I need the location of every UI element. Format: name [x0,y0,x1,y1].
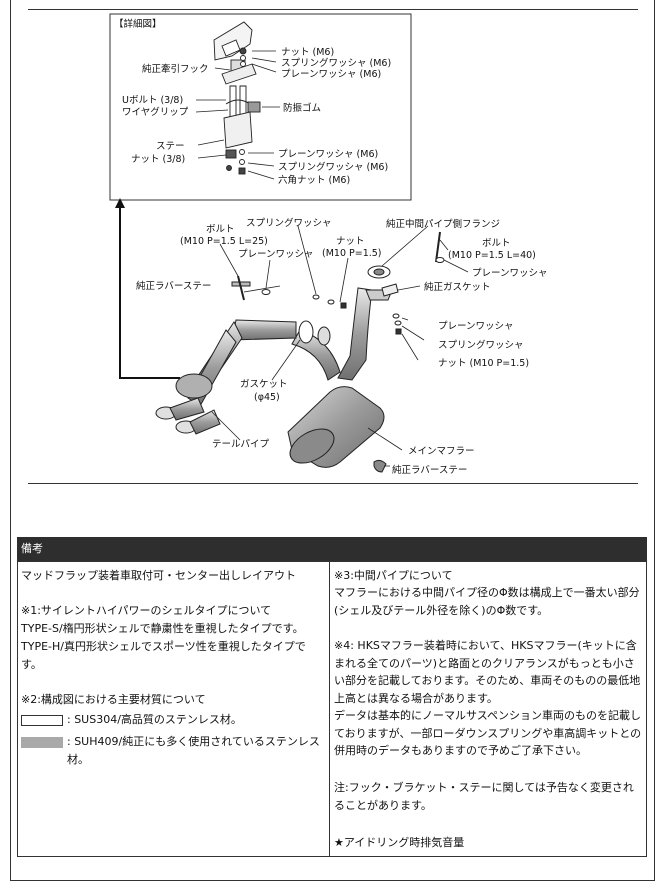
material-sus304: : SUS304/高品質のステンレス材。 [21,711,326,729]
label-rubber-mount: 防振ゴム [283,102,321,114]
stock-gasket-part [381,283,399,297]
diagram-bottom-rule [28,483,638,484]
label-bolt-left: ボルト [206,224,235,235]
label-bolt-right: ボルト [482,238,511,249]
label-gasket-left-spec: (φ45) [254,392,280,403]
detail-callout-arrow [115,198,180,379]
label-tow-hook: 純正牽引フック [142,63,209,75]
material-swatch-gray [21,737,63,748]
note-4-body: ※4: HKSマフラー装着時において、HKSマフラー(キットに含まれる全てのパー… [334,639,641,705]
material-swatch-outline [21,715,63,726]
label-tail-pipe: テールパイプ [212,439,270,450]
label-nut-m6: ナット (M6) [281,47,334,58]
muffler-end-cap [289,428,335,464]
label-u-bolt: Uボルト (3/8) [122,95,183,106]
label-rubber-stay-bottom: 純正ラバーステー [392,464,467,476]
label-rubber-stay-left: 純正ラバーステー [136,280,211,292]
label-nut-mid: ナット (M10 P=1.5) [438,358,529,369]
label-plain-washer-right: プレーンワッシャ [472,268,548,279]
material-suh409: : SUH409/純正にも多く使用されているステンレス材。 [21,733,326,768]
label-stay: ステー [156,141,185,152]
note-layout: マッドフラップ装着車取付可・センター出しレイアウト [21,569,296,582]
label-plain-washer-m6-bottom: プレーンワッシャ (M6) [278,149,378,160]
note-1-title: ※1:サイレントハイパワーのシェルタイプについて [21,604,272,617]
material-sus304-text: : SUS304/高品質のステンレス材。 [67,713,242,726]
main-labels: ボルト (M10 P=1.5 L=25) スプリングワッシャ 純正中間パイプ側フ… [136,217,548,476]
joint-flange-left [298,320,314,344]
rubber-stay-bottom-part [373,459,387,473]
tail-shell [175,373,213,399]
exhaust-system [155,231,445,473]
label-nut-3-8: ナット (3/8) [131,154,185,165]
mid-pipe [337,287,373,381]
label-plain-washer-m6-top: プレーンワッシャ (M6) [281,69,381,80]
bolt-right-part [435,231,441,263]
label-spring-washer-m6-bottom: スプリングワッシャ (M6) [278,161,388,173]
main-leaders [211,225,469,467]
material-suh409-text: : SUH409/純正にも多く使用されているステンレス材。 [67,735,320,766]
note-3-body: マフラーにおける中間パイプ径のΦ数は構成上で一番太い部分(シェル及びテール外径を… [334,586,640,617]
label-nut-top: ナット [336,236,365,247]
notes-right-column: ※3:中間パイプについて マフラーにおける中間パイプ径のΦ数は構成上で一番太い部… [330,562,646,856]
label-nut-top-spec: (M10 P=1.5) [322,248,382,259]
tow-hook-assembly [213,21,261,175]
notes-left-column: マッドフラップ装着車取付可・センター出しレイアウト ※1:サイレントハイパワーの… [18,562,330,856]
label-main-muffler: メインマフラー [408,446,475,457]
label-hex-nut-m6: 六角ナット (M6) [278,174,350,186]
label-stock-gasket: 純正ガスケット [424,281,491,293]
note-5: 注:フック・ブラケット・ステーに関しては予告なく変更されることがあります。 [334,781,634,812]
label-bolt-left-spec: (M10 P=1.5 L=25) [180,236,268,247]
note-1-type-h: TYPE-H/真円形状シェルでスポーツ性を重視したタイプです。 [21,640,306,671]
detail-box: 【詳細図】 [109,13,412,201]
bolt-left-part [237,275,245,301]
label-spring-washer-mid: スプリングワッシャ [438,339,524,351]
note-2-title: ※2:構成図における主要材質について [21,693,206,706]
detail-title: 【詳細図】 [114,18,162,30]
label-spring-washer-top: スプリングワッシャ [246,217,332,229]
exhaust-diagram: 【詳細図】 [109,13,548,476]
note-1-type-s: TYPE-S/楕円形状シェルで静粛性を重視したタイプです。 [21,622,304,635]
note-3-title: ※3:中間パイプについて [334,569,453,582]
note-4-body-2: データは基本的にノーマルサスペンション車両のものを記載しておりますが、一部ローダ… [334,709,642,757]
top-rule [28,9,638,10]
label-mid-pipe-flange: 純正中間パイプ側フランジ [386,218,500,230]
joint-flange-right [317,326,331,346]
detail-leaders [195,50,280,180]
notes-table: マッドフラップ装着車取付可・センター出しレイアウト ※1:サイレントハイパワーの… [17,561,647,857]
page-frame [10,0,655,881]
label-gasket-left: ガスケット [240,379,288,390]
notes-header: 備考 [17,537,647,561]
label-bolt-right-spec: (M10 P=1.5 L=40) [448,250,536,261]
label-wire-grip: ワイヤグリップ [122,106,189,118]
label-plain-washer-left: プレーンワッシャ [238,249,314,260]
label-spring-washer-m6-top: スプリングワッシャ (M6) [281,57,391,69]
label-plain-washer-mid: プレーンワッシャ [438,321,514,332]
note-idle-sound: ★アイドリング時排気音量 [334,836,465,849]
connecting-pipe [291,329,341,381]
detail-labels: 純正牽引フック ナット (M6) スプリングワッシャ (M6) プレーンワッシャ… [122,47,391,186]
